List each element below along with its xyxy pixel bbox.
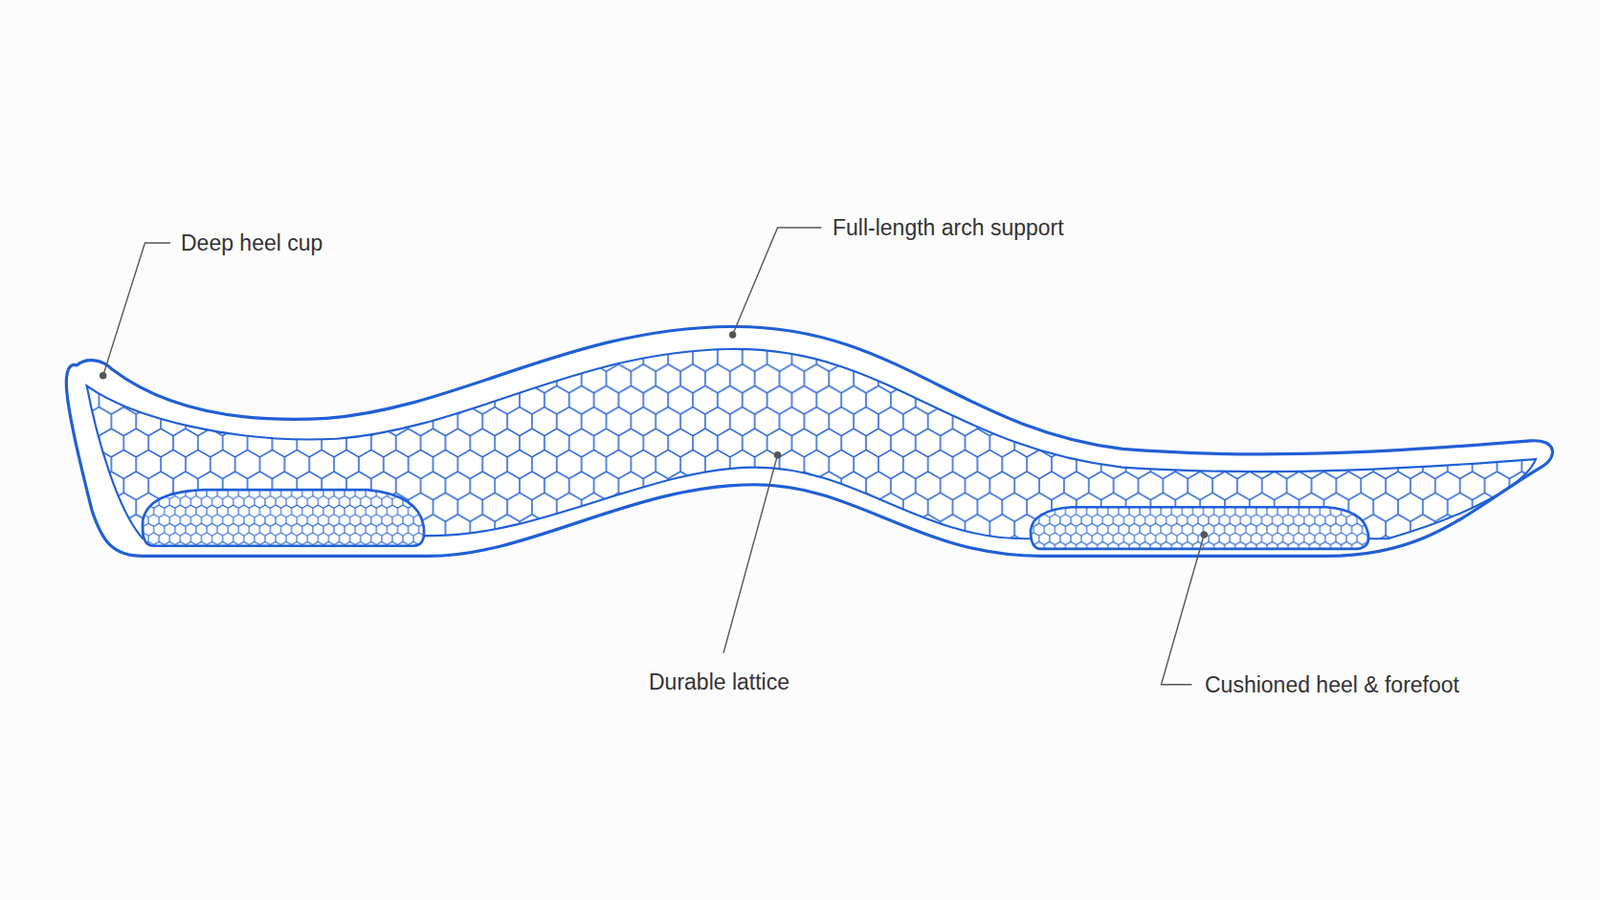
leader-dots <box>99 331 1208 538</box>
leader-dot <box>99 372 107 379</box>
leader-dot <box>774 451 781 459</box>
leader-line <box>103 243 171 377</box>
callout-label: Cushioned heel & forefoot <box>1204 671 1460 699</box>
callout-label: Durable lattice <box>648 668 790 696</box>
heel-cushion-pod <box>142 489 424 547</box>
forefoot-cushion-hex <box>1030 507 1369 550</box>
leader-lines <box>103 227 1205 686</box>
heel-cushion-hex <box>142 489 424 547</box>
leader-line <box>723 455 778 654</box>
leader-line <box>733 227 823 335</box>
leader-line <box>1160 534 1204 686</box>
insole-outline <box>66 326 1553 556</box>
leader-dot <box>729 331 736 338</box>
callout-label: Deep heel cup <box>180 229 323 257</box>
callout-label: Full-length arch support <box>832 214 1065 242</box>
leader-dot <box>1200 531 1208 538</box>
forefoot-cushion-pod <box>1030 507 1369 550</box>
